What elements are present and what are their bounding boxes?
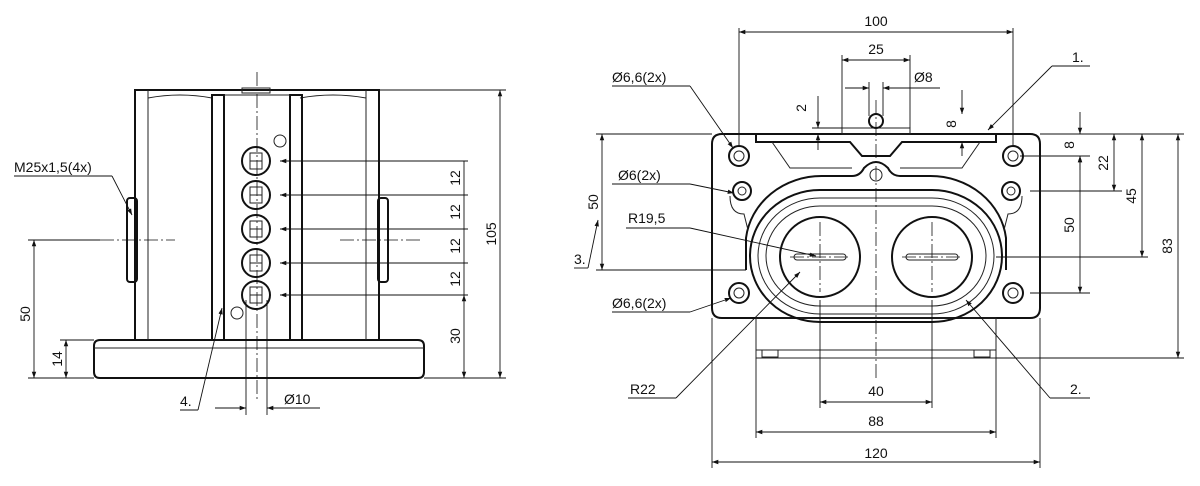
dim-40: 40	[868, 383, 884, 399]
front-view: 100 25 Ø8 40 88 120 Ø6,6(2x) Ø6(2x) R19,…	[574, 13, 1184, 468]
dim-side-50: 50	[17, 306, 33, 322]
side-contact-3	[241, 214, 271, 244]
radius-inner-label: R19,5	[628, 210, 666, 226]
hole-label-mid: Ø6(2x)	[618, 167, 661, 183]
mount-hole-top-left	[728, 145, 750, 167]
dim-8-top: 8	[943, 120, 959, 128]
dim-side-105: 105	[483, 222, 499, 246]
hole-label-top: Ø6,6(2x)	[612, 69, 666, 85]
dim-side-30: 30	[447, 328, 463, 344]
front-base-plate	[711, 133, 1041, 319]
dim-side-12-3: 12	[447, 238, 463, 254]
dim-side-12-4: 12	[447, 271, 463, 287]
dim-side-12-1: 12	[447, 170, 463, 186]
hole-label-bottom: Ø6,6(2x)	[612, 295, 666, 311]
dim-22: 22	[1095, 155, 1111, 171]
thread-label: M25x1,5(4x)	[14, 159, 92, 175]
dim-120: 120	[864, 445, 888, 461]
dim-8-right: 8	[1061, 141, 1077, 149]
side-contact-1	[241, 146, 271, 176]
side-contact-2	[241, 180, 271, 210]
mount-hole-mid-left	[732, 181, 752, 201]
side-base-plate	[93, 339, 425, 379]
side-view: M25x1,5(4x) 4. Ø10 50 14 12 12 12 12 30 …	[14, 72, 506, 415]
dim-25: 25	[868, 41, 884, 57]
dim-83: 83	[1159, 238, 1175, 254]
dim-100: 100	[864, 13, 888, 29]
dim-88: 88	[868, 413, 884, 429]
mount-hole-bottom-right	[1002, 282, 1024, 304]
item-2-label: 2.	[1070, 381, 1082, 397]
mount-hole-mid-right	[1001, 181, 1021, 201]
item-3-label: 3.	[574, 251, 586, 267]
dim-dia10: Ø10	[284, 391, 311, 407]
mount-hole-bottom-left	[728, 282, 750, 304]
side-contact-5	[241, 280, 271, 310]
dim-50-right: 50	[1061, 217, 1077, 233]
item-1-label: 1.	[1072, 49, 1084, 65]
dim-side-14: 14	[49, 351, 65, 367]
dim-2: 2	[793, 104, 809, 112]
item-4-label: 4.	[180, 393, 192, 409]
dim-50-left: 50	[585, 194, 601, 210]
dim-45: 45	[1123, 188, 1139, 204]
radius-outer-label: R22	[630, 381, 656, 397]
dim-side-12-2: 12	[447, 204, 463, 220]
dim-dia8: Ø8	[914, 69, 933, 85]
side-contact-4	[241, 248, 271, 278]
